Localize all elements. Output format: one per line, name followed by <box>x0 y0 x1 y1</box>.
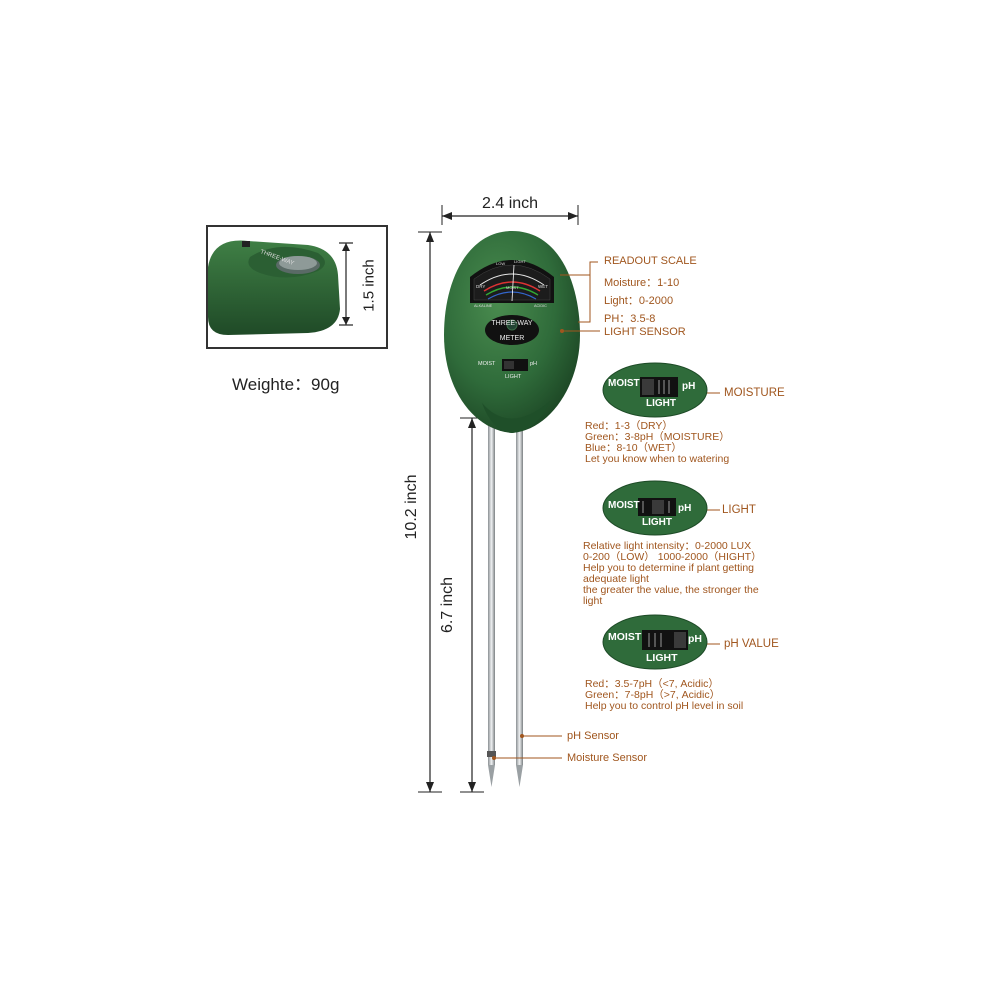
width-label: 2.4 inch <box>482 195 539 212</box>
light-line-1: Relative light intensity：0-2000 LUX <box>583 540 752 552</box>
moisture-line-3: Blue：8-10（WET） <box>585 442 682 454</box>
moisture-line-4: Let you know when to watering <box>585 453 730 465</box>
moisture-sensor-label: Moisture Sensor <box>567 752 648 764</box>
ph-sensor-label: pH Sensor <box>567 730 619 742</box>
light-badge-light: LIGHT <box>642 517 672 528</box>
ph-line-3: Help you to control pH level in soil <box>585 700 744 712</box>
moisture-line-1: Red：1-3（DRY） <box>585 420 673 432</box>
moisture-badge-ph: pH <box>682 381 696 392</box>
switch-moist-label: MOIST <box>478 361 496 367</box>
light-badge-moist: MOIST <box>608 500 640 511</box>
soil-meter-device: DRY WET ALKALINE ACIDIC LIGHT LOW MOIST … <box>444 231 580 787</box>
readout-ph: PH：3.5-8 <box>604 313 656 325</box>
brand-bottom-text: METER <box>500 335 525 342</box>
mode-ph-label: pH VALUE <box>724 638 779 650</box>
moisture-mode-badge: MOIST pH LIGHT <box>602 362 708 418</box>
side-view-image: THREE-WAY <box>208 240 340 335</box>
mode-moisture-label: MOISTURE <box>724 387 785 399</box>
moisture-badge-light: LIGHT <box>646 398 676 409</box>
light-line-3: Help you to determine if plant getting <box>583 562 755 574</box>
dial-moist-label: MOIST <box>506 285 519 290</box>
mode-light-label: LIGHT <box>722 504 756 516</box>
switch-closeup-ph <box>602 614 708 670</box>
thickness-inset: THREE-WAY 1.5 inch <box>206 225 388 349</box>
ph-line-2: Green：7-8pH（>7, Acidic） <box>585 689 721 701</box>
light-mode-badge: MOIST pH LIGHT <box>602 480 708 536</box>
thickness-dimension-line <box>339 242 353 326</box>
moisture-description: Red：1-3（DRY） Green：3-8pH（MOISTURE） Blue：… <box>585 421 730 465</box>
light-line-5: the greater the value, the stronger the <box>583 584 759 596</box>
switch-closeup-moisture <box>602 362 708 418</box>
readout-scale-title: READOUT SCALE <box>604 255 697 267</box>
light-line-6: light <box>583 595 603 607</box>
switch-closeup-light <box>602 480 708 536</box>
ph-line-1: Red：3.5-7pH（<7, Acidic） <box>585 678 719 690</box>
dial-light-label: LIGHT <box>514 259 526 264</box>
readout-light: Light：0-2000 <box>604 295 674 307</box>
ph-badge-light: LIGHT <box>646 652 678 664</box>
weight-text: Weighte：90g <box>232 375 340 394</box>
ph-badge-ph: pH <box>688 633 702 645</box>
switch-light-label: LIGHT <box>505 374 522 380</box>
switch-ph-label: pH <box>530 361 537 367</box>
dial-dry-label: DRY <box>476 284 485 289</box>
readout-moisture: Moisture：1-10 <box>604 277 680 289</box>
dial-acidic-label: ACIDIC <box>534 304 547 308</box>
light-line-4: adequate light <box>583 573 649 585</box>
dial-alkaline-label: ALKALINE <box>474 304 493 308</box>
dial-wet-label: WET <box>538 284 548 289</box>
light-line-2: 0-200（LOW） 1000-2000（HIGHT） <box>583 551 762 563</box>
moisture-badge-moist: MOIST <box>608 378 640 389</box>
light-sensor-label: LIGHT SENSOR <box>604 326 686 338</box>
brand-top-text: THREE-WAY <box>491 320 533 327</box>
light-description: Relative light intensity：0-2000 LUX 0-20… <box>583 541 762 607</box>
light-badge-ph: pH <box>678 503 692 514</box>
ph-mode-badge: MOIST pH LIGHT <box>602 614 708 670</box>
ph-badge-moist: MOIST <box>608 631 642 643</box>
moisture-line-2: Green：3-8pH（MOISTURE） <box>585 431 730 443</box>
dial-low-label: LOW <box>496 261 505 266</box>
ph-description: Red：3.5-7pH（<7, Acidic） Green：7-8pH（>7, … <box>585 679 743 712</box>
